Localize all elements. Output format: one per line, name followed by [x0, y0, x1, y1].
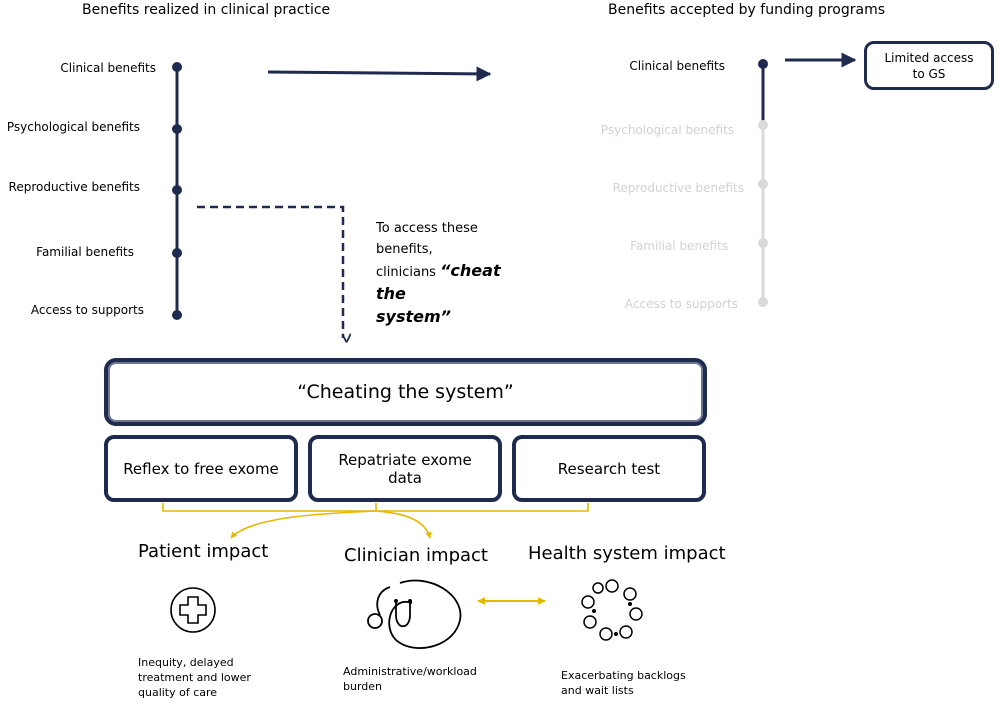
patient-impact-title: Patient impact	[138, 541, 269, 562]
cheating-the-system-title: “Cheating the system”	[297, 381, 514, 403]
left-benefit-label: Familial benefits	[36, 245, 134, 259]
right-benefit-label: Clinical benefits	[629, 59, 725, 73]
timeline-dot	[758, 179, 768, 189]
left-column-heading: Benefits realized in clinical practice	[82, 2, 331, 18]
right-benefits-timeline	[758, 59, 768, 307]
cheat-note: To access these benefits, clinicians “ch…	[376, 218, 536, 327]
right-column-heading: Benefits accepted by funding programs	[608, 2, 886, 18]
circular-network-icon	[581, 579, 643, 641]
patient-impact-description: Inequity, delayed treatment and lower qu…	[138, 656, 251, 699]
timeline-dot	[172, 62, 182, 72]
limited-access-box: Limited access to GS	[864, 41, 994, 90]
left-benefit-label: Access to supports	[30, 303, 144, 317]
timeline-dot	[172, 248, 182, 258]
limited-access-label: Limited access to GS	[884, 50, 974, 81]
health-system-impact-title: Health system impact	[528, 543, 726, 564]
timeline-dot	[758, 238, 768, 248]
cheating-the-system-box: “Cheating the system”	[104, 358, 707, 426]
left-benefit-label: Reproductive benefits	[8, 180, 140, 194]
strategy-box: Reflex to free exome	[104, 435, 298, 502]
timeline-dot	[758, 297, 768, 307]
clinician-impact-description: Administrative/workload burden	[343, 665, 477, 693]
gold-bracket	[162, 503, 589, 539]
strategy-label: Repatriate exome data	[338, 450, 472, 487]
strategy-box: Research test	[512, 435, 706, 502]
cheat-note-emphasis2: system”	[376, 307, 451, 326]
timeline-dot	[172, 124, 182, 134]
right-benefit-label: Reproductive benefits	[612, 181, 744, 195]
strategy-box: Repatriate exome data	[308, 435, 502, 502]
left-benefit-label: Clinical benefits	[60, 61, 156, 75]
timeline-dot	[758, 120, 768, 130]
strategy-label: Reflex to free exome	[123, 459, 279, 478]
clinical-benefits-arrow	[267, 66, 492, 82]
right-benefit-label: Psychological benefits	[600, 123, 734, 137]
left-benefits-timeline	[172, 62, 182, 320]
cheat-note-line1: To access these benefits,	[376, 221, 478, 257]
timeline-dot	[172, 185, 182, 195]
timeline-dot	[172, 310, 182, 320]
strategy-label: Research test	[557, 459, 661, 478]
timeline-dot	[758, 59, 768, 69]
cheat-note-emphasis1: “cheat the	[376, 261, 501, 303]
cheat-note-line2: clinicians	[376, 265, 436, 280]
right-benefit-label: Familial benefits	[630, 239, 728, 253]
health-system-impact-description: Exacerbating backlogs and wait lists	[561, 669, 686, 697]
dashed-access-arrow	[197, 205, 343, 338]
stethoscope-icon	[367, 579, 462, 649]
medical-cross-icon	[170, 587, 216, 633]
left-benefit-label: Psychological benefits	[6, 120, 140, 134]
right-benefit-label: Access to supports	[624, 297, 738, 311]
clinician-impact-title: Clinician impact	[344, 545, 488, 566]
